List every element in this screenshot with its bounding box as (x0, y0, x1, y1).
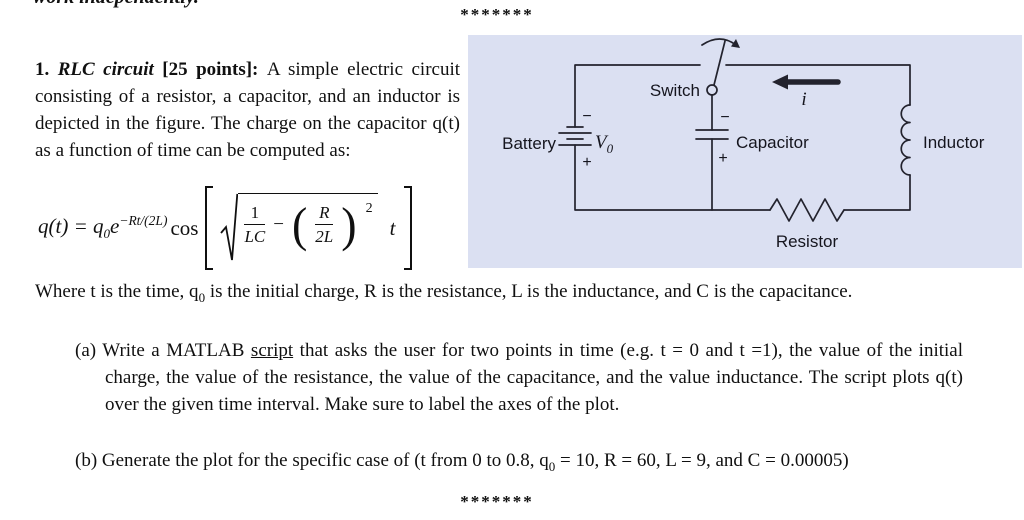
q0-subscript: 0 (548, 458, 556, 474)
part-a-label: (a) (75, 340, 103, 361)
voltage-subscript: 0 (607, 141, 614, 156)
switch-arrow-head (731, 39, 740, 48)
problem-statement: 1. RLC circuit [25 points]: A simple ele… (35, 56, 460, 164)
battery-plus-sign: + (582, 154, 591, 171)
switch-label: Switch (650, 81, 700, 100)
circuit-panel-background (468, 35, 1022, 268)
problem-title: RLC circuit (57, 59, 163, 80)
frac2-numerator: R (319, 203, 330, 222)
where-post: is the initial charge, R is the resistan… (205, 281, 853, 302)
frac2-denominator: 2L (315, 226, 334, 246)
part-a-text-post: that asks the user for two points in tim… (105, 340, 963, 415)
part-a-underlined-word: script (250, 340, 294, 361)
wire-bottom-right (843, 174, 911, 211)
radical-sign (220, 193, 239, 261)
wire-top-left (574, 64, 701, 128)
frac1-numerator: 1 (250, 203, 260, 222)
capacitor-plus-sign: + (718, 150, 727, 167)
minus-sign: − (273, 213, 284, 235)
cos-operator: cos (170, 215, 199, 240)
circuit-diagram: Switch Battery V0 − + − + Capacitor Indu… (468, 35, 1022, 268)
circuit-wires (558, 38, 911, 222)
q0-subscript: 0 (198, 289, 206, 305)
part-a: (a) Write a MATLAB script that asks the … (75, 337, 963, 418)
q-of-t: q(t) = q (38, 213, 104, 238)
circuit-figure: Switch Battery V0 − + − + Capacitor Indu… (468, 35, 1022, 268)
capacitor-minus-sign: − (720, 109, 729, 126)
part-b-label: (b) (75, 450, 102, 471)
frac1-denominator: LC (244, 226, 266, 246)
fraction-bar (315, 224, 334, 226)
inductor-label: Inductor (923, 133, 985, 152)
part-b-text-post: = 10, R = 60, L = 9, and C = 0.00005) (555, 450, 849, 471)
time-variable: t (389, 215, 396, 240)
current-arrow-head (772, 74, 788, 90)
resistor-zigzag (769, 198, 845, 222)
problem-points: [25 points]: (162, 59, 267, 80)
q-subscript: 0 (103, 226, 111, 242)
voltage-symbol: V (595, 132, 609, 153)
fraction-R-over-2L: R 2L (315, 203, 334, 246)
euler-e: e (110, 213, 120, 238)
part-b: (b) Generate the plot for the specific c… (75, 447, 987, 480)
problem-number: 1. (35, 59, 58, 80)
top-separator: ******* (460, 5, 534, 24)
part-a-text-pre: Write a MATLAB (102, 340, 251, 361)
resistor-label: Resistor (776, 232, 839, 251)
exponent: −Rt/(2L) (119, 212, 168, 228)
equation-lhs: q(t) = q0e−Rt/(2L) (38, 214, 167, 242)
voltage-source-label: V0 (595, 132, 614, 156)
battery-minus-sign: − (582, 108, 591, 125)
wire-top-right (725, 64, 911, 106)
arrowheads (731, 39, 788, 90)
fraction-bar (244, 224, 266, 226)
bottom-separator: ******* (460, 492, 534, 511)
part-b-text-pre: Generate the plot for the specific case … (101, 450, 549, 471)
where-pre: Where t is the time, q (35, 281, 199, 302)
current-label: i (801, 89, 806, 110)
switch-arm (713, 40, 726, 86)
inductor-coil (900, 104, 911, 176)
squared-exponent: 2 (365, 201, 373, 216)
wire-bottom-left (574, 144, 771, 211)
problem-intro-text: A simple electric circuit consisting of … (35, 59, 461, 161)
variable-definitions: Where t is the time, q0 is the initial c… (35, 278, 991, 311)
previous-page-text-fragment: work independently. (33, 0, 199, 9)
battery-label: Battery (502, 134, 556, 153)
left-bracket (205, 186, 214, 270)
right-bracket (404, 186, 413, 270)
capacitor-label: Capacitor (736, 133, 809, 152)
